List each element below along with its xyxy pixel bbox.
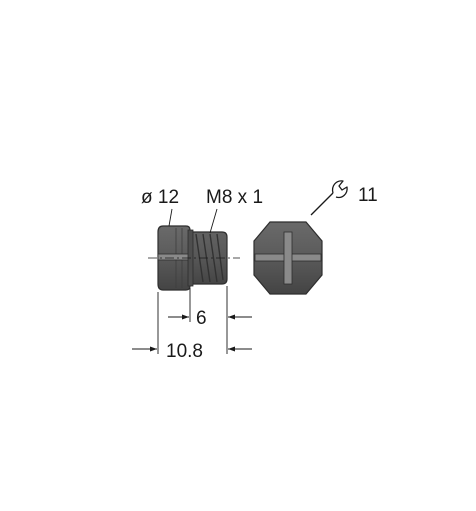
dimension-total-length [132,292,252,354]
wrench-icon [310,180,348,216]
thread-label: M8 x 1 [206,187,263,208]
plug-slot [157,253,190,261]
total-length-value: 10.8 [166,341,203,362]
wrench-size-label: 11 [358,185,378,206]
thread-length-value: 6 [196,308,207,329]
diameter-label: ø 12 [141,187,179,208]
plug-front-view [253,221,323,295]
dimension-thread-length [168,286,252,322]
